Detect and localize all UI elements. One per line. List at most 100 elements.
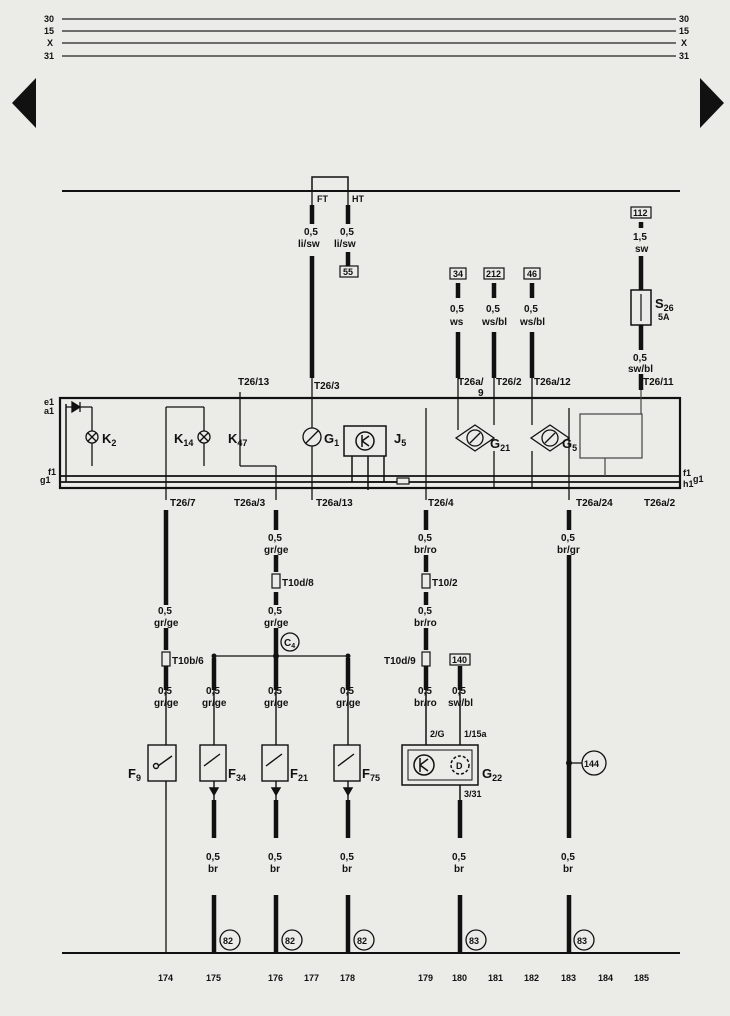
switch-f9-label: F9: [128, 766, 141, 783]
ft-label: FT: [317, 194, 328, 204]
wire-size-gr-ge-e: 0,5: [268, 606, 282, 617]
connector-t26-11: T26/11: [643, 377, 674, 388]
wire-size-br-3: 0,5: [340, 852, 354, 863]
wire-color-br-gr: br/gr: [557, 545, 580, 556]
ref-box-34: [449, 267, 467, 280]
wire-color-br-5: br: [563, 864, 573, 875]
panel-h1-right: h1: [683, 479, 694, 489]
supply-bus: [62, 18, 676, 57]
ref-box-212: [483, 267, 505, 280]
gauge-g5-label: G5: [562, 436, 577, 453]
wire-size-br-ro-c: 0,5: [418, 533, 432, 544]
ground-82-a-label: 82: [223, 936, 233, 946]
gauge-g21: [425, 378, 496, 500]
bus-label-30: 30: [44, 14, 54, 24]
wire-size-br-ro-h5: 0,5: [418, 686, 432, 697]
bus-label-31: 31: [44, 51, 54, 61]
panel-e1: e1: [44, 397, 54, 407]
ht-label: HT: [352, 194, 364, 204]
sender-g22-label: G22: [482, 766, 502, 783]
wire-color-br-ro-c: br/ro: [414, 545, 437, 556]
column-number-181: 181: [488, 973, 503, 983]
bus-label-15-right: 15: [679, 26, 689, 36]
ground-82-a: [219, 929, 241, 951]
panel-g1-right: g1: [693, 474, 704, 484]
wire-color-ws-bl-2: ws/bl: [519, 317, 545, 328]
fuse-s26-name: S26: [655, 296, 674, 313]
wire-size-sw: 1,5: [633, 232, 647, 243]
ground-83-b: [573, 929, 595, 951]
fuse-s26-rating: 5A: [658, 312, 670, 322]
stabilizer-j5-label: J5: [394, 431, 406, 448]
display-block: [579, 390, 643, 476]
wire-color-br-1: br: [208, 864, 218, 875]
bus-label-31-right: 31: [679, 51, 689, 61]
lower-thick-wires: [163, 510, 572, 952]
connector-t26-7: T26/7: [170, 498, 196, 509]
next-page-icon[interactable]: [700, 78, 724, 128]
column-number-174: 174: [158, 973, 173, 983]
junction-144-label: 144: [584, 759, 599, 769]
column-number-185: 185: [634, 973, 649, 983]
wire-size-br-1: 0,5: [206, 852, 220, 863]
wire-size-br-5: 0,5: [561, 852, 575, 863]
switch-f21: [261, 690, 289, 800]
switch-f21-label: F21: [290, 766, 308, 783]
ground-82-b-label: 82: [285, 936, 295, 946]
switch-f75: [333, 690, 361, 800]
gauge-g5: [529, 378, 571, 500]
sender-g22: [401, 690, 479, 800]
switch-f34-label: F34: [228, 766, 246, 783]
connector-t26a-3: T26a/3: [234, 498, 266, 509]
wire-size-gr-ge-b: 0,5: [268, 533, 282, 544]
connector-t26a-24: T26a/24: [576, 498, 613, 509]
lamp-k47-label: K47: [228, 431, 247, 448]
wire-size-br-gr: 0,5: [561, 533, 575, 544]
ref-55-label: 55: [343, 267, 353, 277]
connector-t26a-9: T26a/: [458, 377, 484, 388]
ref-140-label: 140: [452, 655, 467, 665]
connector-t10d-9: T10d/9: [384, 656, 416, 667]
wire-size-sw-bl: 0,5: [633, 353, 647, 364]
pin-1-15a: 1/15a: [464, 729, 488, 739]
pin-3-31: 3/31: [464, 789, 482, 799]
ref-34-label: 34: [453, 269, 463, 279]
wire-color-li-sw-2: li/sw: [334, 239, 356, 250]
panel-g1: g1: [40, 475, 51, 485]
ground-83-a-label: 83: [469, 936, 479, 946]
previous-page-icon[interactable]: [12, 78, 36, 128]
bus-label-x-right: X: [681, 38, 687, 48]
wire-color-br-ro-g: br/ro: [414, 618, 437, 629]
column-number-182: 182: [524, 973, 539, 983]
lamp-k2-label: K2: [102, 431, 116, 448]
junction-c4: [280, 632, 300, 652]
switch-f9: [147, 690, 177, 800]
connector-t26a-13: T26a/13: [316, 498, 353, 509]
voltage-stabilizer-j5: [343, 425, 410, 490]
wire-size-ws-bl-1: 0,5: [486, 304, 500, 315]
wire-color-gr-ge-b: gr/ge: [264, 545, 289, 556]
indicator-lamp-k47: [239, 392, 277, 500]
ref-box-55: [339, 265, 359, 278]
wire-color-sw-bl: sw/bl: [628, 364, 653, 375]
switch-f34: [199, 690, 227, 800]
wire-color-sw: sw: [635, 244, 649, 255]
ft-ht-bracket: [311, 176, 349, 192]
panel-f1-right: f1: [683, 468, 691, 478]
pin-2g: 2/G: [430, 729, 445, 739]
connector-t10-2: T10/2: [432, 578, 458, 589]
switch-f75-label: F75: [362, 766, 380, 783]
ref-212-label: 212: [486, 269, 501, 279]
connector-t10d-8: T10d/8: [282, 578, 314, 589]
indicator-lamp-k2: [85, 407, 99, 466]
column-number-180: 180: [452, 973, 467, 983]
wire-color-gr-ge-a: gr/ge: [154, 618, 179, 629]
junction-c4-label: C4: [284, 638, 295, 650]
bus-label-30-right: 30: [679, 14, 689, 24]
connector-t26-13: T26/13: [238, 377, 270, 388]
column-number-177: 177: [304, 973, 319, 983]
column-number-175: 175: [206, 973, 221, 983]
wire-size-br-4: 0,5: [452, 852, 466, 863]
